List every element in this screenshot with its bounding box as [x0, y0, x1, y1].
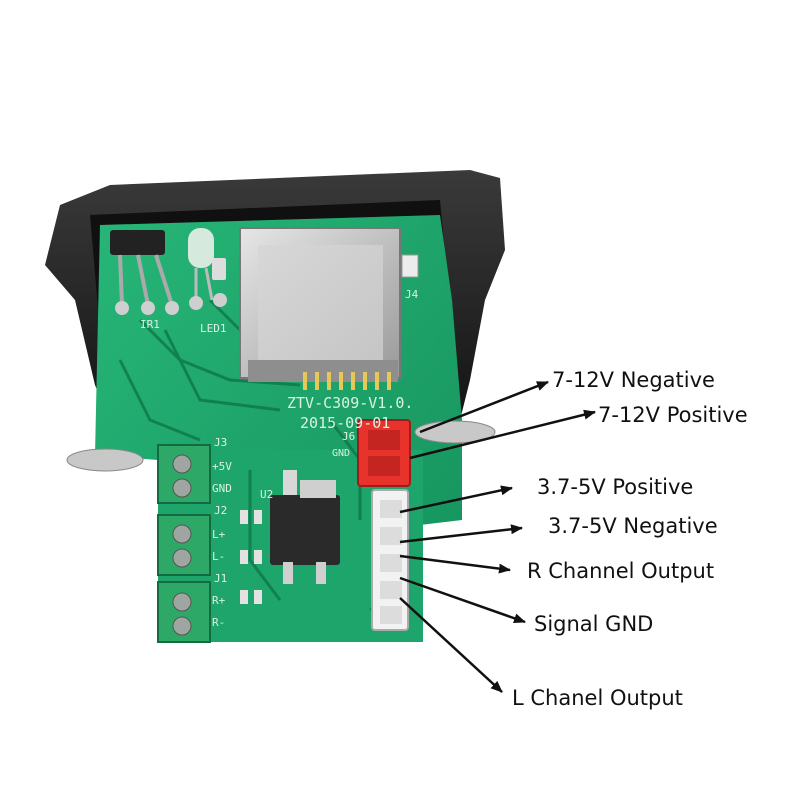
- power-connector-j6: [357, 419, 411, 487]
- arrow-3-7-5v-positive: [399, 485, 513, 514]
- callout-r-channel-output: R Channel Output: [527, 559, 715, 583]
- screw-terminal-j3: [157, 444, 211, 504]
- screw-terminal-j2: [157, 514, 211, 576]
- pcb-label-gnd-top: GND: [332, 448, 350, 459]
- pcb-label-j3: J3: [214, 436, 227, 449]
- smd-component: [401, 254, 419, 278]
- callout-3-7-5v-positive: 3.7-5V Positive: [537, 475, 694, 499]
- callout-7-12v-positive: 7-12V Positive: [598, 403, 748, 427]
- led: [188, 228, 227, 310]
- pcb-label-lminus: L-: [212, 550, 225, 563]
- pcb-label-led1: LED1: [200, 322, 227, 335]
- pcb-date-text: 2015-09-01: [300, 414, 390, 432]
- callout-arrows: [399, 380, 596, 693]
- ir-receiver: [110, 230, 179, 315]
- arrow-signal-gnd: [399, 576, 526, 624]
- callout-7-12v-negative: 7-12V Negative: [552, 368, 715, 392]
- pcb-label-rplus: R+: [212, 594, 226, 607]
- callout-signal-gnd: Signal GND: [534, 612, 654, 636]
- mounting-screw-left: [66, 448, 144, 472]
- arrow-7-12v-positive: [409, 409, 596, 460]
- pcb-label-j1: J1: [214, 572, 227, 585]
- pcb-label-5v: +5V: [212, 460, 232, 473]
- arrow-l-chanel-output: [399, 597, 503, 693]
- voltage-regulator-u2: [270, 470, 340, 584]
- arrow-3-7-5v-negative: [399, 524, 523, 544]
- pcb-label-gnd: GND: [212, 482, 232, 495]
- sd-card-slot: [239, 227, 401, 390]
- smd-parts: [240, 510, 262, 604]
- callout-l-chanel-output: L Chanel Output: [512, 686, 683, 710]
- callout-3-7-5v-negative: 3.7-5V Negative: [548, 514, 718, 538]
- pcb-label-ir1: IR1: [140, 318, 160, 331]
- arrow-r-channel-output: [399, 554, 511, 574]
- pcb-label-lplus: L+: [212, 528, 226, 541]
- pcb-label-rminus: R-: [212, 616, 225, 629]
- screw-terminal-j1: [157, 581, 211, 643]
- capacitor: [212, 258, 226, 280]
- arrow-7-12v-negative: [419, 380, 549, 434]
- pcb-label-j4: J4: [405, 288, 419, 301]
- pcb-model-text: ZTV-C309-V1.0.: [287, 394, 413, 412]
- audio-connector: [371, 489, 409, 631]
- pcb-label-u2: U2: [260, 488, 273, 501]
- pcb-label-j2: J2: [214, 504, 227, 517]
- pcb-label-j6: J6: [342, 430, 355, 443]
